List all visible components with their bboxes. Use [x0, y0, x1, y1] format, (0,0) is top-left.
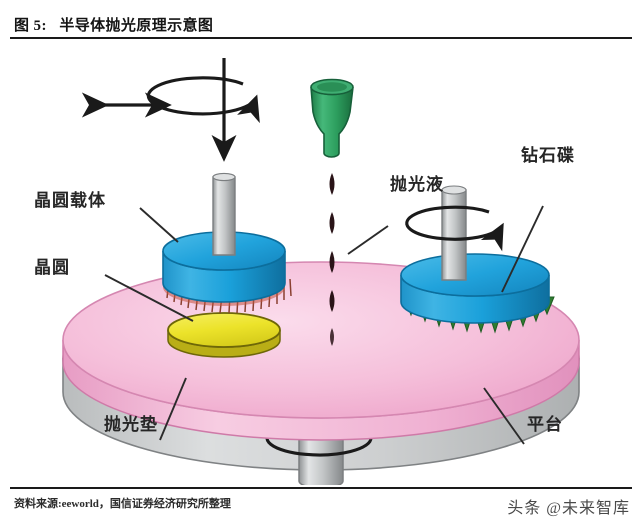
- wafer-carrier-group: [162, 172, 292, 314]
- slurry-nozzle-group: [310, 78, 354, 158]
- label-diamond-disc: 钻石碟: [521, 146, 575, 165]
- label-wafer-carrier: 晶圆载体: [34, 191, 106, 210]
- diagram-canvas: [0, 40, 642, 485]
- leader-lines: [104, 205, 544, 445]
- figure-number: 图 5:: [14, 18, 47, 34]
- wafer-group: [167, 312, 281, 358]
- footer-divider: [10, 487, 632, 489]
- label-slurry: 抛光液: [390, 175, 444, 194]
- label-polishing-pad: 抛光垫: [104, 415, 158, 434]
- label-platen: 平台: [527, 415, 563, 434]
- slurry-droplets: [329, 173, 335, 346]
- header-divider: [10, 37, 632, 39]
- carrier-rotation-arrow: [146, 76, 260, 124]
- leader-diamond-disc: [501, 205, 544, 293]
- leader-wafer: [104, 274, 194, 322]
- label-wafer: 晶圆: [34, 258, 70, 277]
- page-title: 半导体抛光原理示意图: [59, 18, 214, 34]
- diamond-disc-rotation-arrow: [405, 205, 504, 252]
- leader-slurry: [347, 225, 389, 255]
- leader-polishing-pad: [159, 377, 187, 441]
- figure-watermark: 头条 @未来智库: [507, 500, 630, 517]
- leader-wafer-carrier: [139, 207, 179, 243]
- figure-caption: 图 5: 半导体抛光原理示意图: [14, 14, 213, 35]
- figure-source: 资料来源:eeworld，国信证券经济研究所整理: [14, 498, 231, 510]
- leader-platen: [483, 387, 525, 445]
- diamond-disc-group: [400, 185, 555, 334]
